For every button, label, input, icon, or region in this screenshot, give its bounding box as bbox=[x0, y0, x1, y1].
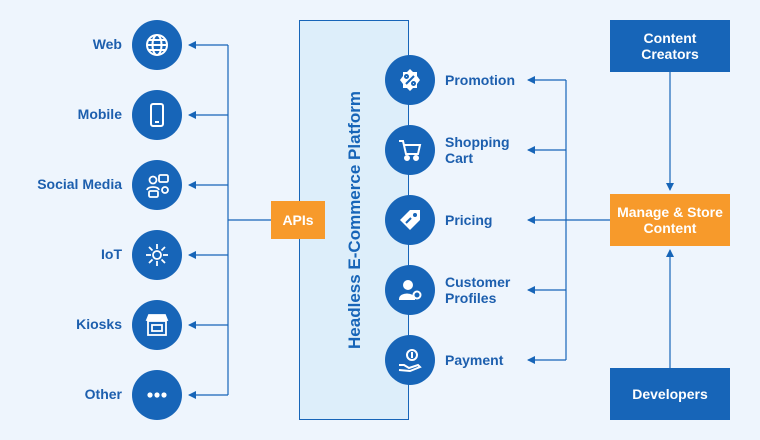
channel-label-kiosks: Kiosks bbox=[76, 316, 122, 332]
globe-icon bbox=[132, 20, 182, 70]
mobile-phone-icon bbox=[132, 90, 182, 140]
channel-label-other: Other bbox=[84, 386, 122, 402]
content-creators-box: Content Creators bbox=[610, 20, 730, 72]
developers-box: Developers bbox=[610, 368, 730, 420]
social-network-icon bbox=[132, 160, 182, 210]
service-label-customer-profiles: Customer Profiles bbox=[445, 274, 511, 306]
channel-label-mobile: Mobile bbox=[77, 106, 122, 122]
service-label-shopping-cart: Shopping Cart bbox=[445, 134, 510, 166]
kiosk-storefront-icon bbox=[132, 300, 182, 350]
ellipsis-icon bbox=[132, 370, 182, 420]
platform-title: Headless E-Commerce Platform bbox=[345, 91, 364, 349]
channel-label-social-media: Social Media bbox=[37, 176, 122, 192]
channel-label-web: Web bbox=[92, 36, 122, 52]
iot-network-icon bbox=[132, 230, 182, 280]
service-label-payment: Payment bbox=[445, 352, 504, 368]
manage-store-content-box: Manage & Store Content bbox=[610, 194, 730, 246]
hand-coin-icon bbox=[385, 335, 435, 385]
user-gear-icon bbox=[385, 265, 435, 315]
price-tag-icon bbox=[385, 195, 435, 245]
service-label-promotion: Promotion bbox=[445, 72, 515, 88]
apis-box: APIs bbox=[271, 201, 325, 239]
channel-label-iot: IoT bbox=[101, 246, 122, 262]
percent-badge-icon bbox=[385, 55, 435, 105]
shopping-cart-icon bbox=[385, 125, 435, 175]
service-label-pricing: Pricing bbox=[445, 212, 493, 228]
